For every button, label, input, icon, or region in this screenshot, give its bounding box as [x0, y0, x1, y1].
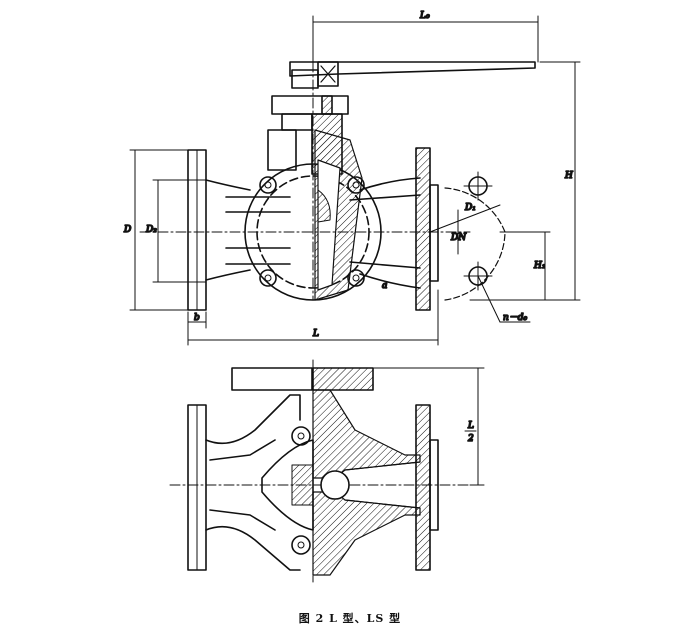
bolt-circle-arc [444, 187, 506, 301]
label-d: D [123, 225, 131, 235]
label-b: b [194, 313, 200, 323]
label-l-half-den: 2 [467, 434, 474, 444]
bottom-right-flange [415, 404, 431, 571]
label-dn: DN [450, 233, 467, 243]
label-n-d0: n－d₀ [503, 313, 528, 323]
right-flange [415, 147, 431, 311]
label-l-half-num: L [467, 421, 474, 431]
top-view: L₀ H H₁ D D₂ D₁ DN b L n－d₀ a [122, 10, 581, 346]
bottom-view: L 2 [169, 359, 485, 583]
figure-caption: 图 2 L 型、LS 型 [298, 612, 402, 625]
gland [271, 95, 349, 115]
label-marker: a [382, 281, 387, 291]
handle-lever [289, 61, 536, 77]
label-l0: L₀ [419, 11, 430, 21]
label-d2: D₂ [145, 225, 157, 235]
label-l: L [312, 329, 319, 339]
label-h1: H₁ [533, 261, 545, 271]
label-d1: D₁ [464, 203, 476, 213]
label-h: H [564, 171, 573, 181]
